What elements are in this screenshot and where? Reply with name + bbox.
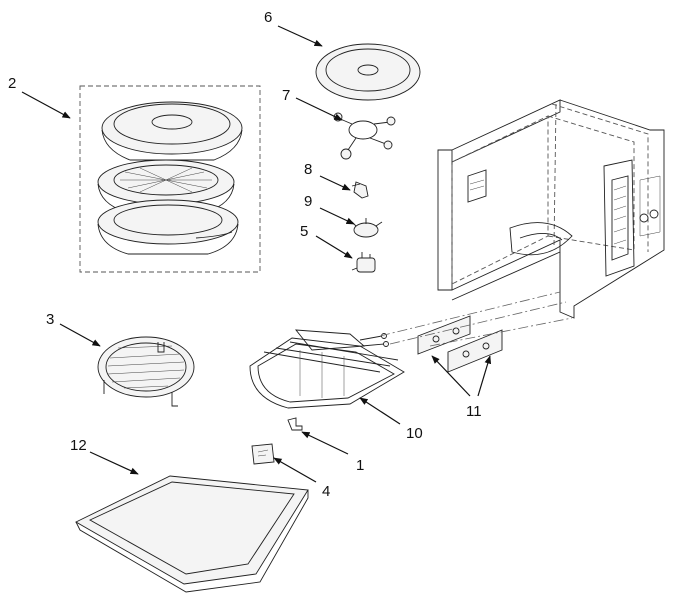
part-motor (351, 252, 376, 273)
callout-1: 1 (356, 457, 364, 474)
callout-11: 11 (466, 403, 482, 420)
callout-3: 3 (46, 311, 54, 328)
alignment-lines (379, 291, 573, 347)
part-coupler (351, 181, 369, 199)
part-roller-support (333, 112, 396, 160)
steamer-group-box (79, 85, 261, 273)
part-clip (251, 443, 275, 465)
part-turntable-motor (351, 218, 383, 238)
callout-5: 5 (300, 223, 308, 240)
part-heating-element (249, 329, 405, 409)
callout-6: 6 (264, 9, 272, 26)
oven-cavity-housing (437, 99, 665, 319)
part-steamer-assembly (79, 85, 261, 273)
part-gaskets (417, 315, 503, 373)
part-bracket (287, 417, 303, 431)
callout-7: 7 (282, 87, 290, 104)
callout-2: 2 (8, 75, 16, 92)
callout-12: 12 (70, 437, 87, 454)
callout-8: 8 (304, 161, 312, 178)
part-wire-rack (97, 336, 195, 407)
leader-lines (21, 25, 492, 483)
part-turntable-plate (315, 43, 421, 101)
part-baking-tray (75, 475, 309, 593)
callout-4: 4 (322, 483, 330, 500)
callout-9: 9 (304, 193, 312, 210)
callout-labels: 2 6 7 8 9 5 3 10 1 4 12 11 (8, 9, 482, 500)
callout-10: 10 (406, 425, 423, 442)
